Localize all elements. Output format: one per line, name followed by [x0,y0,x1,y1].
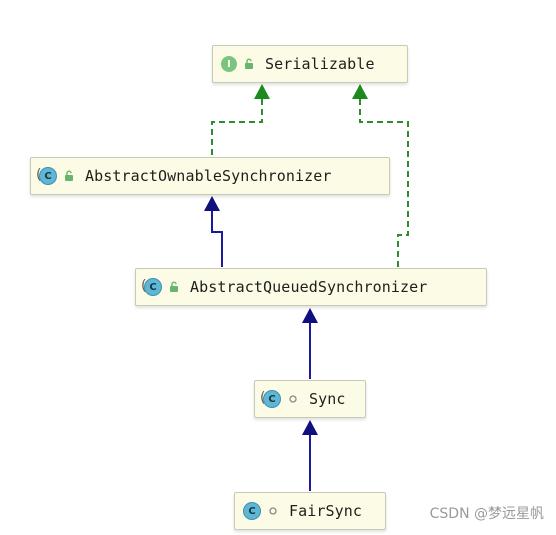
arrowhead-fairsync-extends-sync [302,420,318,435]
edge-aos-implements-serializable [211,98,263,155]
package-private-icon [287,393,299,405]
icon-letter: C [268,393,276,405]
node-label: AbstractOwnableSynchronizer [85,167,332,185]
node-fairsync[interactable]: C FairSync [234,492,386,530]
node-label: Serializable [265,55,375,73]
arrowhead-aos-implements-serializable [254,84,270,99]
abstract-marker-icon: ( [141,278,147,294]
node-sync[interactable]: ( C Sync [254,380,366,418]
abstract-class-icon: ( C [260,390,281,408]
abstract-class-icon: ( C [36,167,57,185]
abstract-class-icon: ( C [141,278,162,296]
interface-icon: I [221,56,237,72]
edge-aqs-extends-aos [211,210,223,267]
watermark-text: CSDN @梦远星帆 [429,506,544,522]
unlocked-icon [243,58,255,70]
arrowhead-aqs-extends-aos [204,196,220,211]
class-icon: C [243,502,261,520]
node-label: Sync [309,390,346,408]
node-label: FairSync [289,502,363,520]
node-serializable[interactable]: I Serializable [212,45,408,83]
node-abstract-queued-synchronizer[interactable]: ( C AbstractQueuedSynchronizer [135,268,487,306]
unlocked-icon [63,170,75,182]
node-label: AbstractQueuedSynchronizer [190,278,428,296]
node-abstract-ownable-synchronizer[interactable]: ( C AbstractOwnableSynchronizer [30,157,390,195]
unlocked-icon [168,281,180,293]
package-private-icon [267,505,279,517]
icon-letter: C [44,170,52,182]
abstract-marker-icon: ( [36,167,42,183]
icon-letter: C [248,505,256,517]
arrowhead-sync-extends-aqs [302,308,318,323]
icon-letter: C [149,281,157,293]
arrowhead-aqs-implements-serializable [352,84,368,99]
abstract-marker-icon: ( [260,390,266,406]
